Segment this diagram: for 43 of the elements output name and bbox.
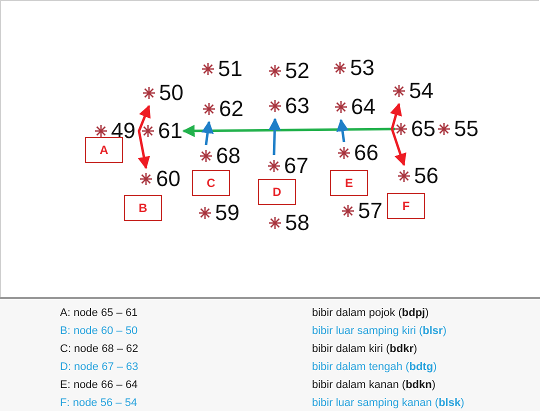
point-number: 52 <box>285 59 310 83</box>
legend-entry-text: B: node 60 – 50 <box>60 325 138 337</box>
point-number: 60 <box>156 167 180 191</box>
point-number: 54 <box>409 79 434 103</box>
point-number: 53 <box>350 56 374 80</box>
legend-entry-text: E: node 66 – 64 <box>60 379 138 391</box>
point-number: 65 <box>411 117 436 141</box>
description-text: bibir dalam pojok (bdpj) <box>312 307 429 319</box>
legend-entry-text: C: node 68 – 62 <box>60 343 138 355</box>
point-number: 57 <box>358 199 382 223</box>
point-number: 51 <box>218 57 242 81</box>
arrow <box>390 102 406 166</box>
description-text: bibir luar samping kanan (blsk) <box>312 397 464 409</box>
point-number: 55 <box>454 117 478 141</box>
point-number: 66 <box>354 141 378 165</box>
arrow <box>336 118 349 142</box>
point-number: 64 <box>351 95 376 119</box>
legend-entry-text: F: node 56 – 54 <box>60 397 138 409</box>
label-box: D <box>258 179 296 205</box>
legend-entry-text: A: node 65 – 61 <box>60 307 138 319</box>
point-number: 59 <box>215 201 240 225</box>
label-box: C <box>192 170 230 196</box>
label-box: A <box>85 137 123 163</box>
description-text: bibir dalam tengah (bdtg) <box>312 361 437 373</box>
label-box: F <box>387 193 425 219</box>
point-number: 56 <box>414 164 438 188</box>
point-number: 62 <box>219 97 244 121</box>
point-number: 68 <box>216 144 240 168</box>
arrow <box>201 120 214 146</box>
label-box: E <box>330 170 368 196</box>
arrow <box>268 118 281 156</box>
point-number: 67 <box>284 154 308 178</box>
point-number: 63 <box>285 94 310 118</box>
description-text: bibir luar samping kiri (blsr) <box>312 325 447 337</box>
label-box: B <box>124 195 162 221</box>
description-text: bibir dalam kanan (bdkn) <box>312 379 436 391</box>
point-number: 50 <box>159 81 184 105</box>
arrow <box>138 104 151 170</box>
point-number: 61 <box>158 119 182 143</box>
legend-entry-text: D: node 67 – 63 <box>60 361 138 373</box>
point-number: 58 <box>285 211 310 235</box>
description-text: bibir dalam kiri (bdkr) <box>312 343 418 355</box>
arrow <box>182 124 396 138</box>
